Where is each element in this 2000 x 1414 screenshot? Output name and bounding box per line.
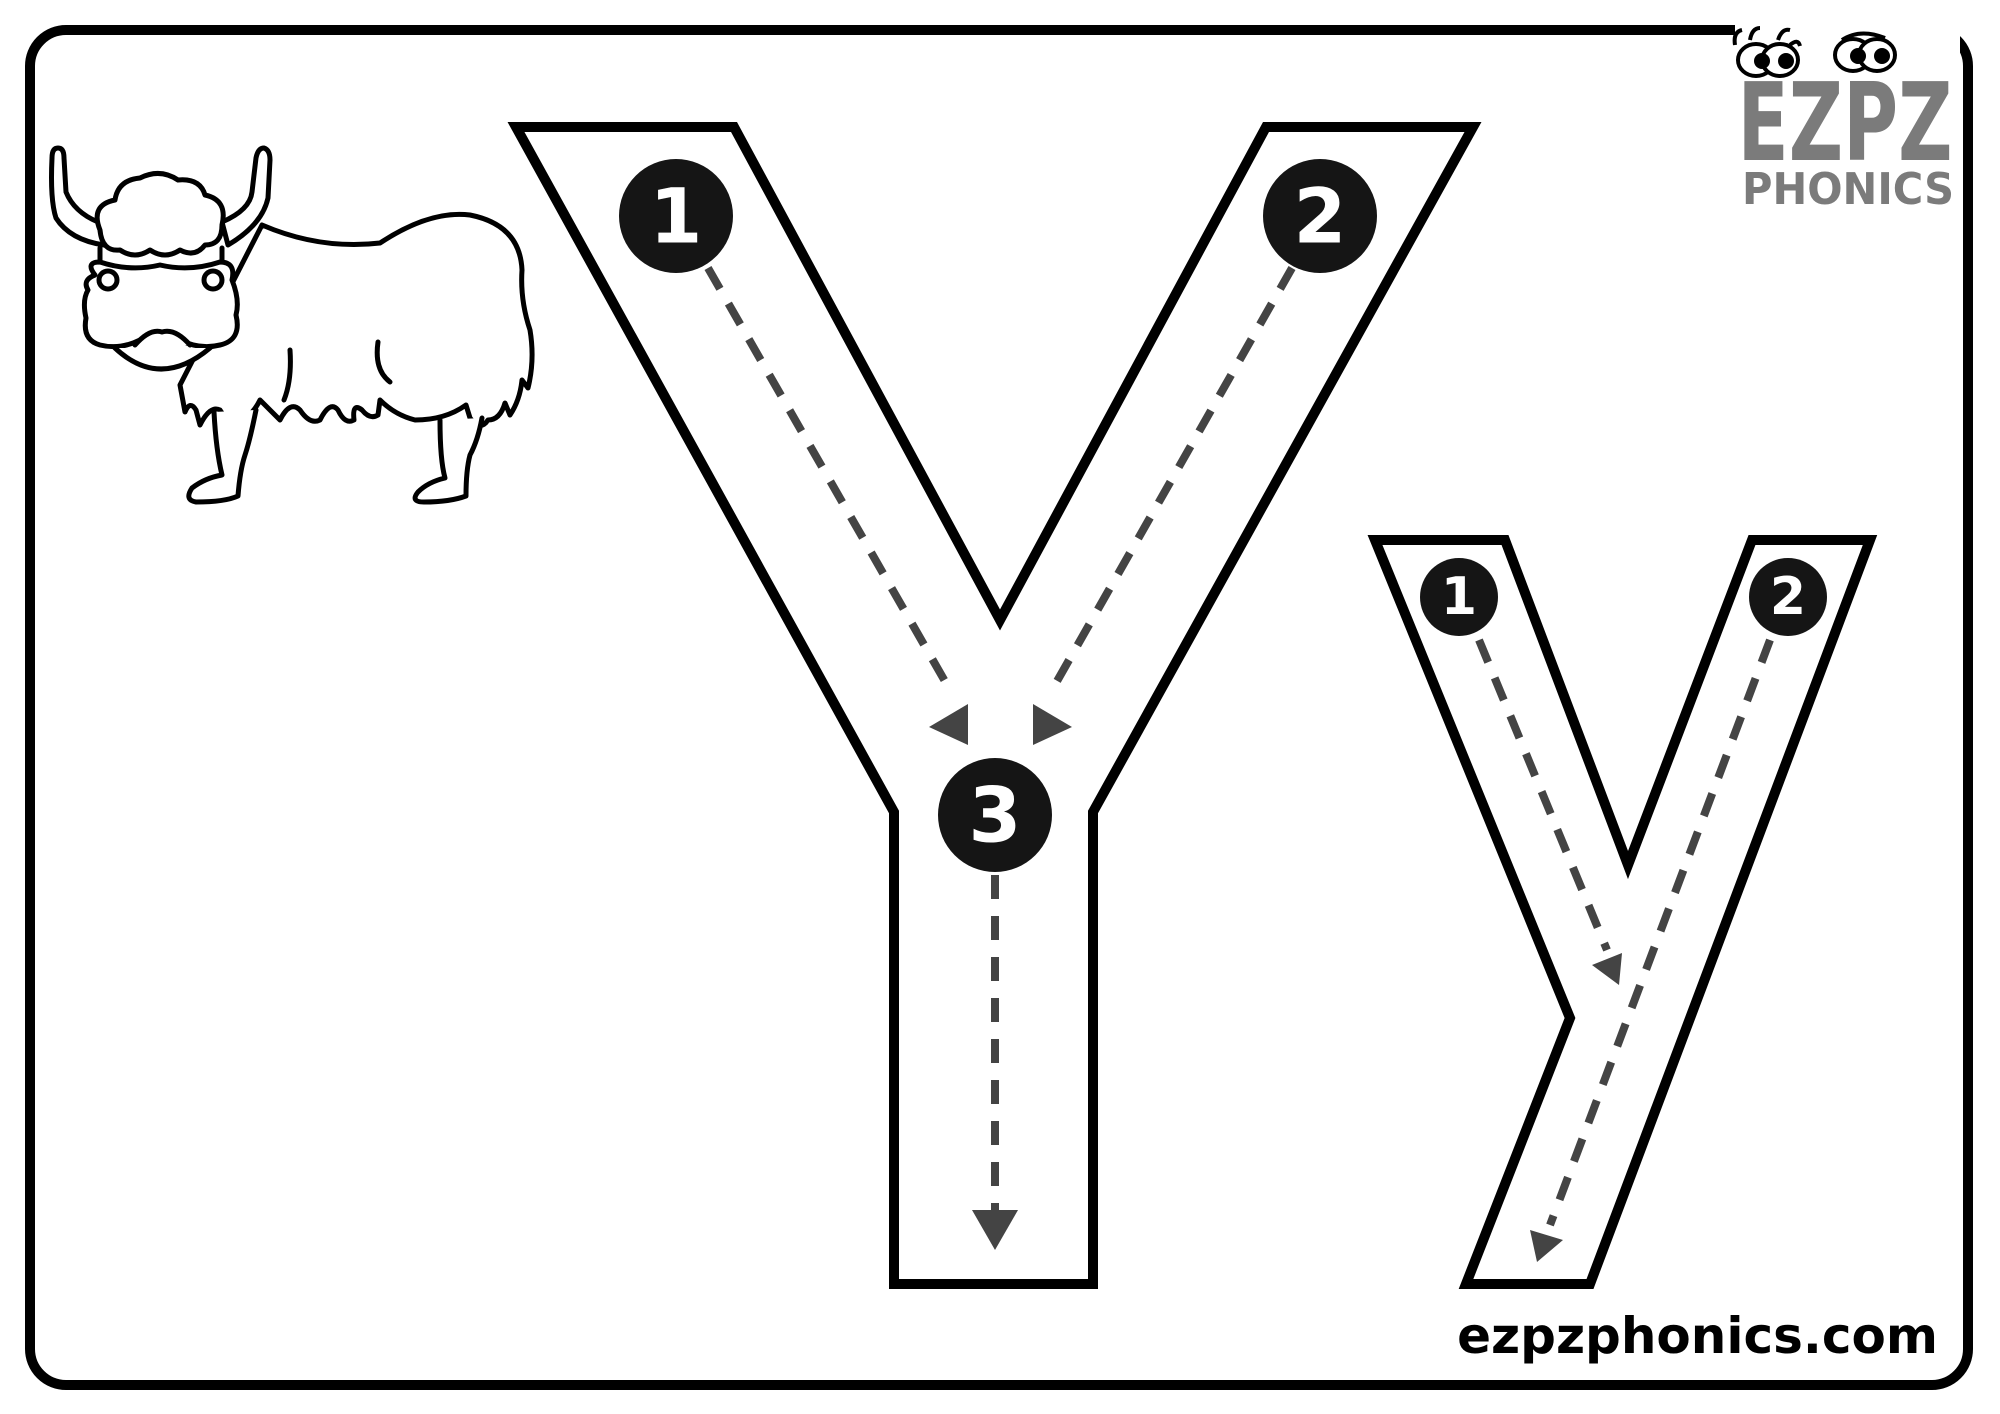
ezpz-phonics-logo: EZPZ PHONICS [1732, 22, 1960, 215]
lowercase-stroke1-guide [1475, 638, 1611, 952]
yak-illustration [49, 145, 535, 505]
arrowhead-icon [1033, 704, 1072, 745]
arrowhead-icon [972, 1210, 1018, 1250]
step-number: 2 [1294, 172, 1347, 261]
website-url: ezpzphonics.com [1457, 1307, 1938, 1365]
arrowhead-icon [1530, 1230, 1563, 1262]
logo-phonics-text: PHONICS [1742, 164, 1954, 215]
lowercase-step-2: 2 [1749, 558, 1827, 636]
step-number: 3 [969, 771, 1022, 860]
uppercase-step-1: 1 [619, 159, 733, 273]
logo-eyes-icon [1732, 26, 1802, 78]
arrowhead-icon [1592, 953, 1622, 985]
lowercase-stroke2-guide [1546, 638, 1774, 1227]
lowercase-step-1: 1 [1420, 558, 1498, 636]
step-number: 2 [1770, 567, 1806, 627]
arrowhead-icon [929, 704, 968, 745]
uppercase-step-3: 3 [938, 758, 1052, 872]
logo-ezpz-text: EZPZ [1738, 61, 1953, 186]
uppercase-y-outline [507, 122, 1482, 1289]
uppercase-step-2: 2 [1263, 159, 1377, 273]
step-number: 1 [1441, 567, 1477, 627]
lowercase-y-outline [1367, 535, 1878, 1289]
logo-eyes-icon [1833, 31, 1897, 73]
step-number: 1 [650, 172, 703, 261]
